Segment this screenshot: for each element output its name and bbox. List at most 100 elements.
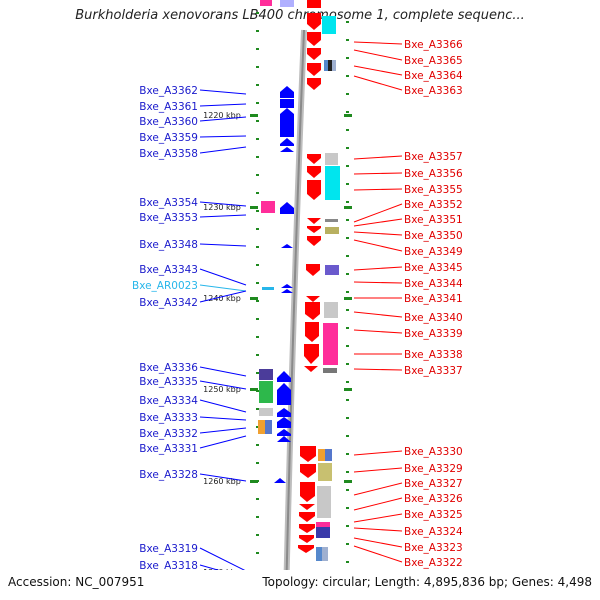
label-leader-line [353,188,403,191]
reverse-annotation-blocks [316,16,340,561]
label-leader-line [199,146,247,154]
kbp-tick [344,114,352,117]
gene-label[interactable]: Bxe_A3339 [404,328,463,340]
gene-label[interactable]: Bxe_A3356 [404,168,463,180]
forward-gene [280,108,294,137]
gene-label[interactable]: Bxe_AR0023 [132,280,198,292]
gene-label[interactable]: Bxe_A3357 [404,151,463,163]
forward-gene [280,138,294,146]
label-leader-line [199,201,247,207]
gene-label[interactable]: Bxe_A3352 [404,199,463,211]
tick-mark [346,129,349,131]
gene-label[interactable]: Bxe_A3328 [139,469,198,481]
tick-mark [346,57,349,59]
gene-label[interactable]: Bxe_A3334 [139,395,198,407]
gene-label[interactable]: Bxe_A3337 [404,365,463,377]
gene-label[interactable]: Bxe_A3359 [139,132,198,144]
gene-label[interactable]: Bxe_A3364 [404,70,463,82]
tick-mark [256,138,259,140]
gene-label[interactable]: Bxe_A3329 [404,463,463,475]
accession-text: Accession: NC_007951 [8,575,145,589]
label-leader-line [199,473,247,482]
gene-label[interactable]: Bxe_A3344 [404,278,463,290]
tick-mark [256,246,259,248]
forward-gene [277,436,291,442]
kbp-label: 1240 kbp [203,294,241,303]
tick-mark [346,219,349,221]
gene-label[interactable]: Bxe_A3366 [404,39,463,51]
label-leader-line [353,218,403,227]
tick-mark [346,93,349,95]
forward-strand-genes [274,86,294,483]
forward-gene [277,429,291,436]
gene-label[interactable]: Bxe_A3331 [139,443,198,455]
gene-label[interactable]: Bxe_A3365 [404,55,463,67]
label-leader-line [353,537,403,548]
gene-label[interactable]: Bxe_A3338 [404,349,463,361]
gene-label[interactable]: Bxe_A3343 [139,264,198,276]
gene-label[interactable]: Bxe_A3333 [139,412,198,424]
label-leader-line [199,399,247,413]
forward-gene [281,284,293,288]
gene-label[interactable]: Bxe_A3355 [404,184,463,196]
tick-mark [256,516,259,518]
gene-label[interactable]: Bxe_A3350 [404,230,463,242]
gene-label[interactable]: Bxe_A3336 [139,362,198,374]
gene-label[interactable]: Bxe_A3348 [139,239,198,251]
tick-mark [346,543,349,545]
gene-label[interactable]: Bxe_A3354 [139,197,198,209]
gene-label[interactable]: Bxe_A3362 [139,85,198,97]
label-leader-line [199,103,247,107]
gene-label[interactable]: Bxe_A3325 [404,509,463,521]
tick-mark [346,345,349,347]
tick-mark [346,327,349,329]
tick-mark [256,174,259,176]
kbp-label: 1250 kbp [203,385,241,394]
label-leader-line [353,329,403,334]
gene-label[interactable]: Bxe_A3345 [404,262,463,274]
gene-label[interactable]: Bxe_A3323 [404,542,463,554]
kbp-label: 1220 kbp [203,111,241,120]
gene-label[interactable]: Bxe_A3319 [139,543,198,555]
tick-mark [346,273,349,275]
gene-label[interactable]: Bxe_A3349 [404,246,463,258]
gene-label[interactable]: Bxe_A3358 [139,148,198,160]
gene-label[interactable]: Bxe_A3363 [404,85,463,97]
map-title: Burkholderia xenovorans LB400 chromosome… [75,8,525,23]
label-leader-line [199,89,247,95]
tick-mark [346,237,349,239]
gene-label[interactable]: Bxe_A3326 [404,493,463,505]
kbp-label: 1230 kbp [203,203,241,212]
forward-gene [277,417,291,428]
label-leader-line [353,65,403,76]
tick-mark [256,498,259,500]
tick-mark [256,354,259,356]
gene-label[interactable]: Bxe_A3340 [404,312,463,324]
tick-mark [346,21,349,23]
tick-mark [256,462,259,464]
tick-mark [256,84,259,86]
gene-label[interactable]: Bxe_A3327 [404,478,463,490]
gene-label[interactable]: Bxe_A3332 [139,428,198,440]
kbp-tick [250,388,258,391]
label-leader-line [353,49,403,61]
tick-mark [346,111,349,113]
gene-label[interactable]: Bxe_A3361 [139,101,198,113]
label-leader-line [199,564,220,570]
gene-label[interactable]: Bxe_A3360 [139,116,198,128]
gene-label[interactable]: Bxe_A3322 [404,557,463,569]
kbp-tick [250,206,258,209]
gene-label[interactable]: Bxe_A3318 [139,560,198,570]
tick-mark [346,255,349,257]
gene-label[interactable]: Bxe_A3353 [139,212,198,224]
gene-label[interactable]: Bxe_A3342 [139,297,198,309]
label-leader-line [199,380,247,390]
tick-mark [346,165,349,167]
gene-label[interactable]: Bxe_A3324 [404,526,463,538]
gene-label[interactable]: Bxe_A3341 [404,293,463,305]
gene-label[interactable]: Bxe_A3330 [404,446,463,458]
gene-label[interactable]: Bxe_A3335 [139,376,198,388]
kbp-label: 1260 kbp [203,477,241,486]
label-leader-line [353,482,403,496]
gene-label[interactable]: Bxe_A3351 [404,214,463,226]
